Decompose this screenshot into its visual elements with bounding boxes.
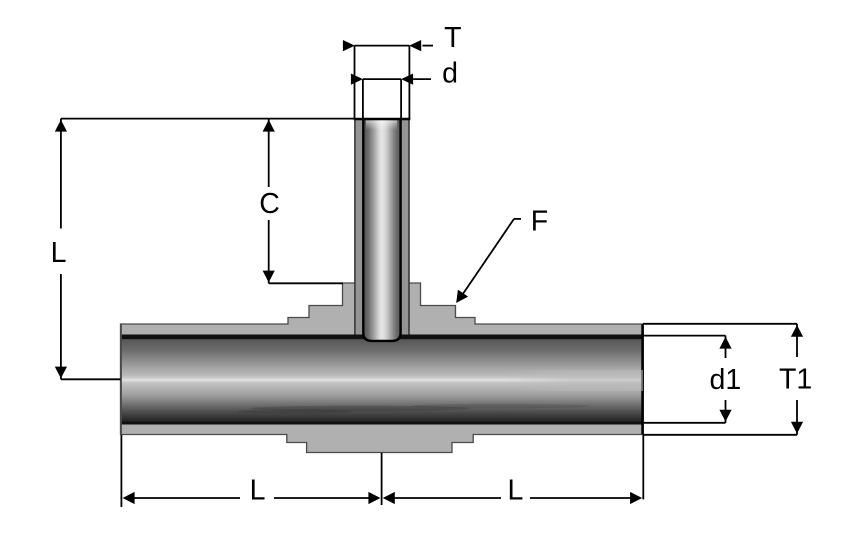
svg-text:L: L <box>51 237 67 269</box>
svg-text:T1: T1 <box>779 363 812 395</box>
svg-text:d: d <box>442 58 458 90</box>
svg-text:L: L <box>250 474 266 506</box>
svg-text:d1: d1 <box>710 364 742 396</box>
svg-text:L: L <box>507 474 523 506</box>
svg-text:F: F <box>531 206 548 238</box>
svg-text:T: T <box>444 22 461 54</box>
svg-text:C: C <box>259 188 280 220</box>
